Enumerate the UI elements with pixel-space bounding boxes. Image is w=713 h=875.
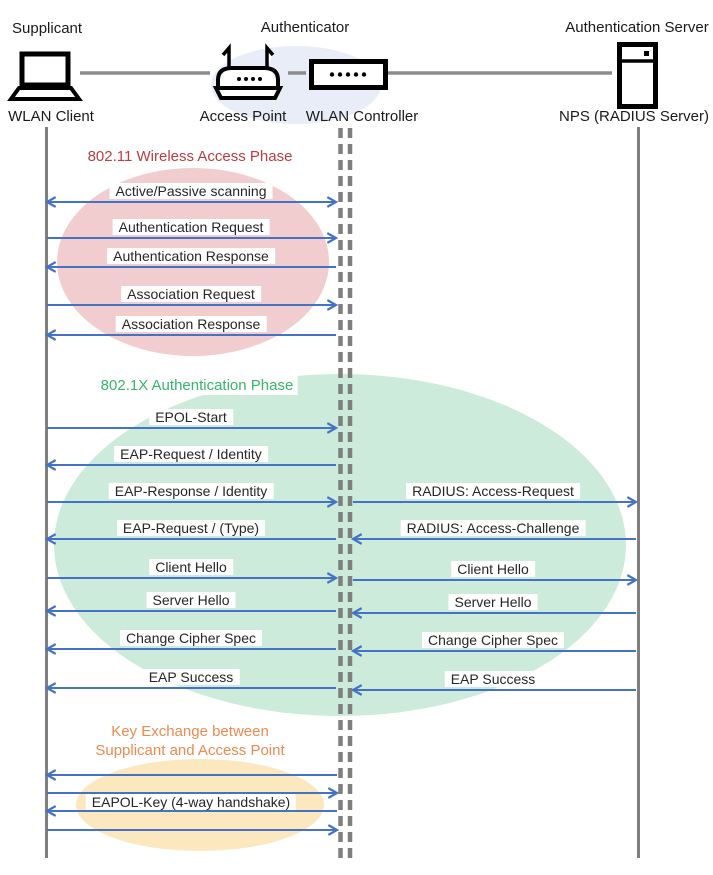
message-label: Change Cipher Spec [422, 632, 564, 648]
message-label: Association Request [121, 286, 261, 302]
message-label: RADIUS: Access-Challenge [400, 520, 586, 536]
message-label: Client Hello [149, 559, 233, 575]
message-label: EAP Success [142, 669, 240, 685]
phase3-title-line1: Key Exchange between [111, 723, 269, 740]
access-point-icon [212, 43, 284, 100]
actor-role-authentication-server: Authentication Server [565, 19, 709, 36]
message-label: Authentication Request [112, 219, 270, 235]
server-icon [617, 42, 658, 109]
device-label-nps-radius-server: NPS (RADIUS Server) [558, 108, 710, 125]
message-label: EAPOL-Key (4-way handshake) [85, 794, 297, 810]
message-label: Authentication Response [107, 248, 275, 264]
actor-role-authenticator: Authenticator [260, 19, 350, 36]
device-label-wlan-client: WLAN Client [8, 108, 94, 125]
phase1-title: 802.11 Wireless Access Phase [83, 147, 297, 166]
message-label: Server Hello [448, 594, 538, 610]
wlan-controller-icon [309, 59, 388, 90]
device-label-wlan-controller: WLAN Controller [305, 108, 419, 125]
message-label: EAP-Request / (Type) [116, 520, 266, 536]
message-label: EAP Success [444, 671, 542, 687]
message-label: EPOL-Start [149, 409, 233, 425]
device-label-access-point: Access Point [199, 108, 287, 125]
message-label: Active/Passive scanning [109, 183, 273, 199]
message-label: RADIUS: Access-Request [406, 483, 580, 499]
message-label: Association Response [115, 316, 267, 332]
laptop-icon [7, 51, 83, 101]
message-label: Server Hello [146, 592, 236, 608]
phase2-title: 802.1X Authentication Phase [96, 376, 298, 395]
actor-role-supplicant: Supplicant [12, 20, 83, 37]
message-label: EAP-Request / Identity [114, 446, 268, 462]
message-label: EAP-Response / Identity [108, 483, 274, 499]
message-label: Client Hello [451, 561, 535, 577]
phase3-title-line2: Supplicant and Access Point [95, 742, 285, 759]
message-label: Change Cipher Spec [120, 630, 262, 646]
